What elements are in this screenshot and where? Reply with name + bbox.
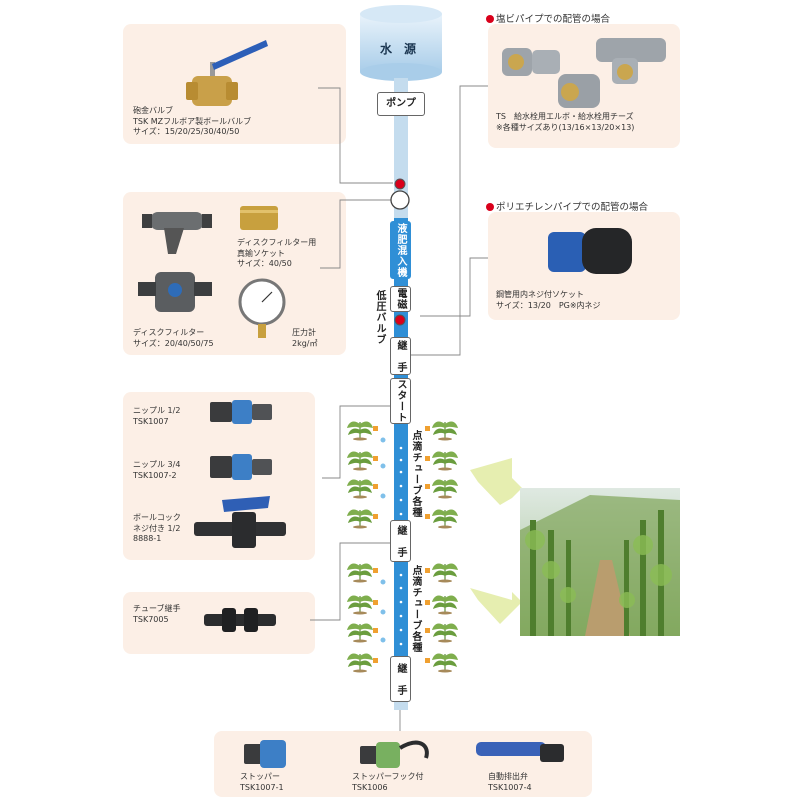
disk-filter-label: ディスクフィルター サイズ：20/40/50/75 bbox=[133, 328, 214, 348]
drip-emitters bbox=[373, 426, 430, 663]
brass-socket-label: ディスクフィルター用 真鍮ソケット サイズ：40/50 bbox=[237, 238, 317, 268]
solenoid-box: 電磁 bbox=[390, 286, 411, 312]
stopper-image bbox=[244, 740, 286, 768]
pvc-case-label: TS 給水栓用エルボ・給水栓用チーズ ※各種サイズあり(13/16×13/20×… bbox=[496, 112, 635, 132]
fertilizer-injector-box: 液肥混入機 bbox=[390, 221, 411, 279]
low-pressure-valve-label: 低圧バルブ bbox=[374, 290, 385, 345]
pe-case-header-text: ポリエチレンパイプでの配管の場合 bbox=[496, 202, 649, 213]
pvc-elbow-image bbox=[502, 48, 560, 76]
joint-box-2: 継 手 bbox=[390, 520, 411, 562]
pressure-gauge-label: 圧力計 2kg/㎡ bbox=[292, 328, 318, 348]
pe-case-label: 鋼管用内ネジ付ソケット サイズ：13/20 PG※内ネジ bbox=[496, 290, 601, 310]
auto-drain-image bbox=[476, 742, 564, 762]
start-box: スタート bbox=[390, 378, 411, 424]
valve-indicator bbox=[394, 178, 406, 190]
water-source-label: 水 源 bbox=[380, 42, 417, 56]
greenhouse-photo bbox=[520, 488, 680, 636]
pvc-tee-image bbox=[558, 38, 666, 108]
joint-box-1: 継 手 bbox=[390, 337, 411, 375]
arrow-upper bbox=[470, 458, 522, 505]
auto-drain-label: 自動排出弁 TSK1007-4 bbox=[488, 772, 532, 792]
connector-lines bbox=[310, 85, 488, 731]
low-pressure-valve-symbol bbox=[394, 314, 406, 326]
nipple-3q-image bbox=[210, 454, 272, 480]
water-tank bbox=[360, 5, 442, 81]
disk-filter-image bbox=[138, 272, 212, 312]
nipple-half-image bbox=[210, 400, 272, 424]
ball-cock-label: ボールコック ネジ付き 1/2 8888-1 bbox=[133, 513, 181, 543]
nipple-3q-label: ニップル 3/4 TSK1007-2 bbox=[133, 460, 181, 480]
stopper-hook-image bbox=[360, 740, 429, 768]
ball-valve-image bbox=[186, 40, 268, 106]
brass-socket-image bbox=[240, 206, 278, 230]
pump-box: ポンプ bbox=[377, 92, 425, 116]
pe-case-header: ポリエチレンパイプでの配管の場合 bbox=[486, 199, 648, 213]
stopper-hook-label: ストッパーフック付 TSK1006 bbox=[352, 772, 424, 792]
y-filter-image bbox=[142, 212, 212, 254]
drip-tube-label-1: 点滴チューブ各種 bbox=[410, 430, 421, 518]
pvc-case-header: 塩ビパイプでの配管の場合 bbox=[486, 11, 610, 25]
drip-tube-label-2: 点滴チューブ各種 bbox=[410, 565, 421, 653]
red-bullet-icon bbox=[486, 15, 494, 23]
red-bullet-icon bbox=[486, 203, 494, 211]
joint-box-3: 継 手 bbox=[390, 656, 411, 702]
ball-cock-image bbox=[194, 496, 286, 548]
arrow-lower bbox=[470, 588, 522, 624]
tube-joint-label: チューブ継手 TSK7005 bbox=[133, 604, 181, 624]
tube-joint-image bbox=[204, 608, 276, 632]
stopper-label: ストッパー TSK1007-1 bbox=[240, 772, 284, 792]
nipple-half-label: ニップル 1/2 TSK1007 bbox=[133, 406, 181, 426]
ball-valve-symbol bbox=[390, 190, 410, 210]
pressure-gauge-image bbox=[238, 278, 286, 338]
ball-valve-label: 砲金バルブ TSK MZフルボア製ボールバルブ サイズ：15/20/25/30/… bbox=[133, 106, 252, 136]
pvc-case-header-text: 塩ビパイプでの配管の場合 bbox=[496, 14, 611, 25]
pe-socket-image bbox=[548, 228, 632, 274]
